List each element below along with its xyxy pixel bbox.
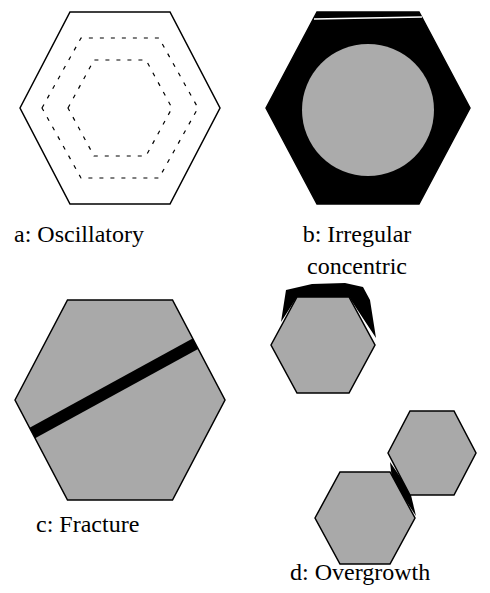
irregular-concentric-crystal (266, 12, 470, 204)
overgrowth-crystals (271, 283, 476, 564)
panel-caption: d: Overgrowth (290, 556, 485, 588)
panel-caption: b: Irregular concentric (282, 218, 432, 282)
oscillatory-crystal (20, 12, 220, 204)
panel-caption: c: Fracture (36, 508, 236, 540)
panel-caption: a: Oscillatory (14, 218, 234, 250)
fractured-crystal (5, 300, 235, 500)
